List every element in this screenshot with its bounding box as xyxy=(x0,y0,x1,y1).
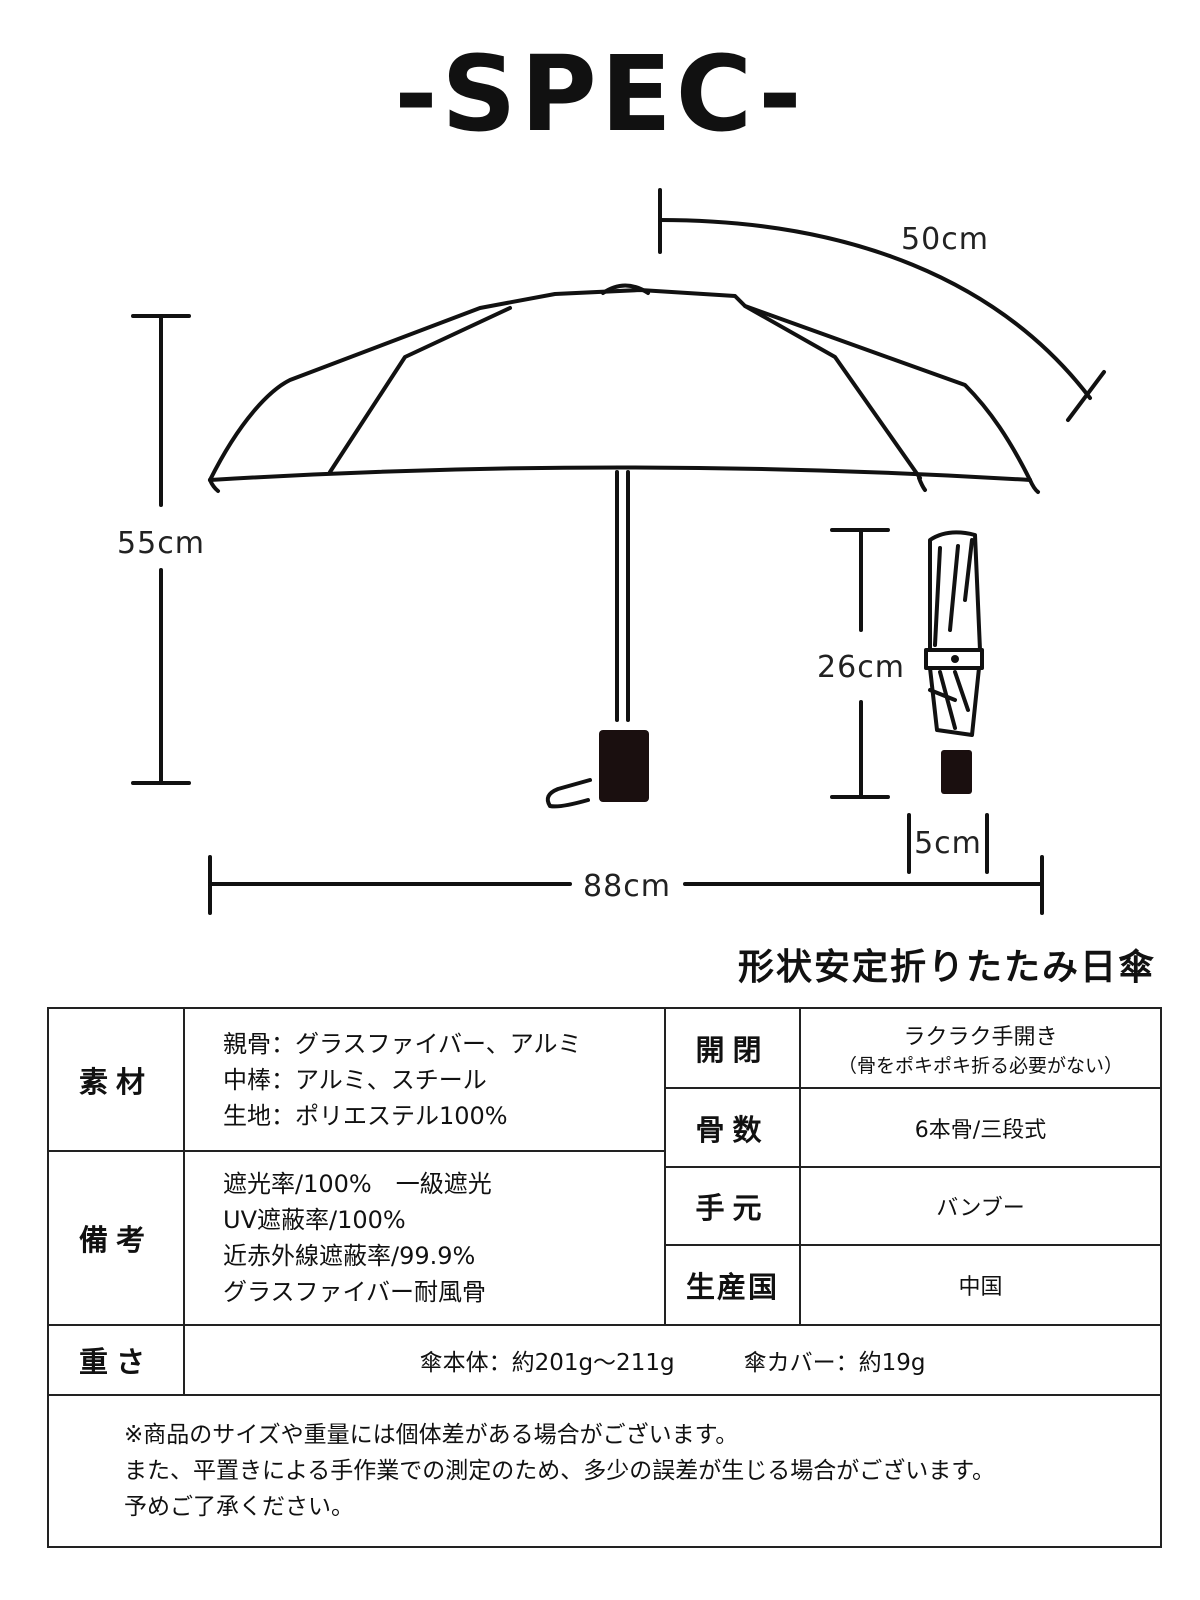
weight-body: 傘本体：約201g〜211g xyxy=(419,1350,675,1376)
origin-value: 中国 xyxy=(799,1244,1162,1326)
weight-header: 重さ xyxy=(47,1324,185,1396)
notes-line: 遮光率/100% 一級遮光 xyxy=(223,1170,492,1198)
material-line: 親骨：グラスファイバー、アルミ xyxy=(223,1029,582,1058)
spec-table: 素材 親骨：グラスファイバー、アルミ 中棒：アルミ、スチール 生地：ポリエステル… xyxy=(47,1007,1162,1548)
umbrella-dimension-diagram: 50cm 55cm 26cm 5cm 88cm xyxy=(117,188,1106,915)
weight-cell: 傘本体：約201g〜211g 傘カバー：約19g xyxy=(183,1324,1162,1396)
ribs-value: 6本骨/三段式 xyxy=(799,1087,1162,1168)
disclaimer-line: また、平置きによる手作業での測定のため、多少の誤差が生じる場合がございます。 xyxy=(124,1458,996,1484)
span-label: 88cm xyxy=(583,869,671,904)
notes-line: 近赤外線遮蔽率/99.9% xyxy=(223,1242,476,1270)
open-umbrella-canopy xyxy=(208,283,1040,494)
page-title: -SPEC- xyxy=(394,33,806,155)
folded-height-dimension-line xyxy=(830,528,890,799)
height-dimension-line xyxy=(131,314,191,785)
canopy-arc-label: 50cm xyxy=(901,222,989,257)
arc-dimension-line xyxy=(658,188,1106,422)
notes-line: グラスファイバー耐風骨 xyxy=(223,1278,487,1306)
product-name: 形状安定折りたたみ日傘 xyxy=(737,947,1156,988)
umbrella-shaft xyxy=(545,470,630,809)
handle-value: バンブー xyxy=(799,1166,1162,1246)
material-header: 素材 xyxy=(47,1007,185,1152)
ribs-header: 骨数 xyxy=(664,1087,801,1168)
span-dimension-line xyxy=(208,855,1044,915)
opening-line1: ラクラク手開き xyxy=(903,1024,1058,1050)
folded-width-dimension-line xyxy=(907,813,989,874)
opening-header: 開閉 xyxy=(664,1007,801,1089)
opening-cell: ラクラク手開き （骨をポキポキ折る必要がない） xyxy=(799,1007,1162,1089)
handle-shapes xyxy=(599,655,972,802)
folded-width-label: 5cm xyxy=(914,826,982,861)
notes-line: UV遮蔽率/100% xyxy=(223,1206,406,1234)
opening-line2: （骨をポキポキ折る必要がない） xyxy=(837,1054,1123,1077)
disclaimer-cell: ※商品のサイズや重量には個体差がある場合がございます。 また、平置きによる手作業… xyxy=(47,1394,1162,1548)
disclaimer-line: ※商品のサイズや重量には個体差がある場合がございます。 xyxy=(124,1422,739,1448)
material-line: 生地：ポリエステル100% xyxy=(223,1101,508,1130)
total-length-label: 55cm xyxy=(117,526,205,561)
material-cell: 親骨：グラスファイバー、アルミ 中棒：アルミ、スチール 生地：ポリエステル100… xyxy=(183,1007,666,1152)
folded-umbrella xyxy=(924,530,984,737)
disclaimer-line: 予めご了承ください。 xyxy=(124,1494,354,1520)
notes-header: 備考 xyxy=(47,1150,185,1326)
origin-header: 生産国 xyxy=(664,1244,801,1326)
folded-length-label: 26cm xyxy=(817,650,905,685)
handle-header: 手元 xyxy=(664,1166,801,1246)
notes-cell: 遮光率/100% 一級遮光 UV遮蔽率/100% 近赤外線遮蔽率/99.9% グ… xyxy=(183,1150,666,1326)
weight-cover: 傘カバー：約19g xyxy=(743,1350,926,1376)
material-line: 中棒：アルミ、スチール xyxy=(223,1065,487,1094)
